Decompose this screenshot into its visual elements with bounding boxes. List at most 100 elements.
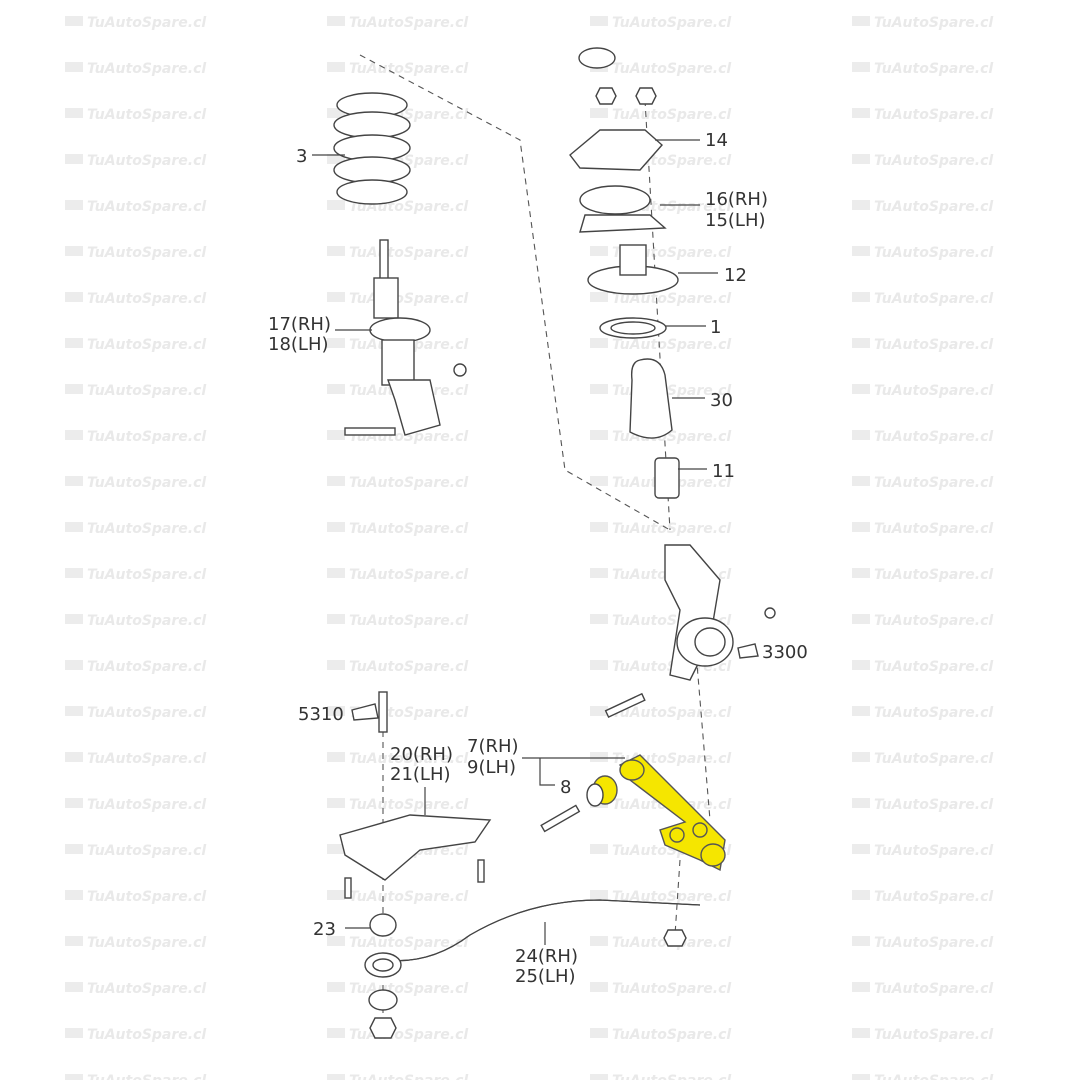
watermark-text: TuAutoSpare.cl [87, 337, 206, 353]
watermark-text: TuAutoSpare.cl [87, 705, 206, 721]
watermark-flag-icon [65, 936, 83, 946]
watermark-text: TuAutoSpare.cl [874, 1073, 993, 1080]
label-20: 20(RH) [390, 744, 453, 765]
watermark-text: TuAutoSpare.cl [874, 107, 993, 123]
assembly-line [359, 54, 671, 531]
label-15: 15(LH) [705, 210, 766, 231]
watermark-flag-icon [590, 706, 608, 716]
label-25: 25(LH) [515, 966, 576, 987]
watermark-text: TuAutoSpare.cl [349, 567, 468, 583]
watermark-flag-icon [327, 108, 345, 118]
watermark-flag-icon [852, 614, 870, 624]
watermark-flag-icon [590, 476, 608, 486]
watermark-flag-icon [65, 62, 83, 72]
coil-spring[interactable] [333, 92, 411, 205]
watermark-flag-icon [65, 890, 83, 900]
watermark-flag-icon [852, 1074, 870, 1080]
watermark-flag-icon [852, 706, 870, 716]
watermark-text: TuAutoSpare.cl [874, 705, 993, 721]
watermark-flag-icon [852, 660, 870, 670]
watermark-flag-icon [852, 982, 870, 992]
watermark-flag-icon [852, 200, 870, 210]
watermark-text: TuAutoSpare.cl [874, 751, 993, 767]
watermark-text: TuAutoSpare.cl [87, 61, 206, 77]
watermark-flag-icon [590, 338, 608, 348]
watermark-flag-icon [65, 154, 83, 164]
watermark-flag-icon [852, 16, 870, 26]
watermark-text: TuAutoSpare.cl [874, 981, 993, 997]
watermark-flag-icon [327, 62, 345, 72]
subframe-bracket[interactable] [339, 814, 492, 899]
watermark-text: TuAutoSpare.cl [349, 15, 468, 31]
watermark-flag-icon [65, 614, 83, 624]
watermark-text: TuAutoSpare.cl [874, 567, 993, 583]
watermark-flag-icon [852, 798, 870, 808]
watermark-text: TuAutoSpare.cl [874, 291, 993, 307]
watermark-flag-icon [852, 292, 870, 302]
watermark-flag-icon [65, 568, 83, 578]
watermark-text: TuAutoSpare.cl [874, 61, 993, 77]
lower-control-arm[interactable] [618, 754, 726, 872]
watermark-flag-icon [327, 936, 345, 946]
watermark-text: TuAutoSpare.cl [612, 15, 731, 31]
label-18: 18(LH) [268, 334, 329, 355]
watermark-flag-icon [65, 706, 83, 716]
watermark-flag-icon [327, 384, 345, 394]
watermark-flag-icon [590, 890, 608, 900]
watermark-text: TuAutoSpare.cl [349, 659, 468, 675]
label-5310: 5310 [298, 704, 344, 725]
watermark-flag-icon [327, 476, 345, 486]
watermark-flag-icon [852, 62, 870, 72]
watermark-text: TuAutoSpare.cl [349, 889, 468, 905]
watermark-flag-icon [65, 292, 83, 302]
watermark-flag-icon [590, 752, 608, 762]
label-12: 12 [724, 265, 747, 286]
label-21: 21(LH) [390, 764, 451, 785]
watermark-flag-icon [327, 292, 345, 302]
leader-lines [312, 139, 718, 945]
label-14: 14 [705, 130, 728, 151]
watermark-text: TuAutoSpare.cl [87, 935, 206, 951]
watermark-flag-icon [327, 614, 345, 624]
watermark-flag-icon [590, 1028, 608, 1038]
watermark-flag-icon [65, 16, 83, 26]
watermark-text: TuAutoSpare.cl [87, 107, 206, 123]
watermark-flag-icon [65, 752, 83, 762]
watermark-flag-icon [590, 384, 608, 394]
watermark-flag-icon [65, 982, 83, 992]
watermark-text: TuAutoSpare.cl [874, 843, 993, 859]
bolt-5310[interactable] [351, 691, 388, 733]
watermark-text: TuAutoSpare.cl [87, 889, 206, 905]
watermark-flag-icon [852, 936, 870, 946]
label-8: 8 [560, 777, 571, 798]
watermark-flag-icon [327, 338, 345, 348]
steering-knuckle[interactable] [604, 544, 776, 719]
watermark-text: TuAutoSpare.cl [612, 291, 731, 307]
watermark-flag-icon [590, 108, 608, 118]
watermark-flag-icon [65, 384, 83, 394]
watermark-flag-icon [65, 430, 83, 440]
watermark-flag-icon [590, 568, 608, 578]
watermark-text: TuAutoSpare.cl [349, 61, 468, 77]
bushing[interactable] [540, 775, 618, 833]
watermark-text: TuAutoSpare.cl [87, 383, 206, 399]
strut-mount-stack[interactable] [569, 47, 680, 499]
watermark-text: TuAutoSpare.cl [612, 337, 731, 353]
watermark-text: TuAutoSpare.cl [612, 889, 731, 905]
watermark-text: TuAutoSpare.cl [874, 15, 993, 31]
strut-assembly[interactable] [344, 239, 467, 436]
watermark-flag-icon [852, 476, 870, 486]
label-11: 11 [712, 461, 735, 482]
watermark-text: TuAutoSpare.cl [349, 751, 468, 767]
watermark-flag-icon [327, 430, 345, 440]
watermark-text: TuAutoSpare.cl [87, 1073, 206, 1080]
watermark-text: TuAutoSpare.cl [612, 1027, 731, 1043]
watermark-flag-icon [852, 844, 870, 854]
watermark-text: TuAutoSpare.cl [874, 383, 993, 399]
watermark-text: TuAutoSpare.cl [874, 153, 993, 169]
watermark-text: TuAutoSpare.cl [874, 613, 993, 629]
stabilizer-bar[interactable] [364, 899, 701, 1039]
watermark-flag-icon [327, 246, 345, 256]
watermark-flag-icon [327, 890, 345, 900]
